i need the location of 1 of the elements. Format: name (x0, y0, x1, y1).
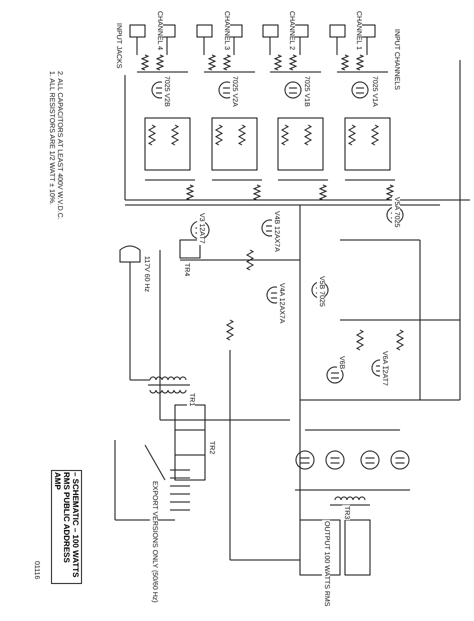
title-block: – SCHEMATIC – 100 WATTS RMS PUBLIC ADDRESS AMP (51, 470, 82, 584)
